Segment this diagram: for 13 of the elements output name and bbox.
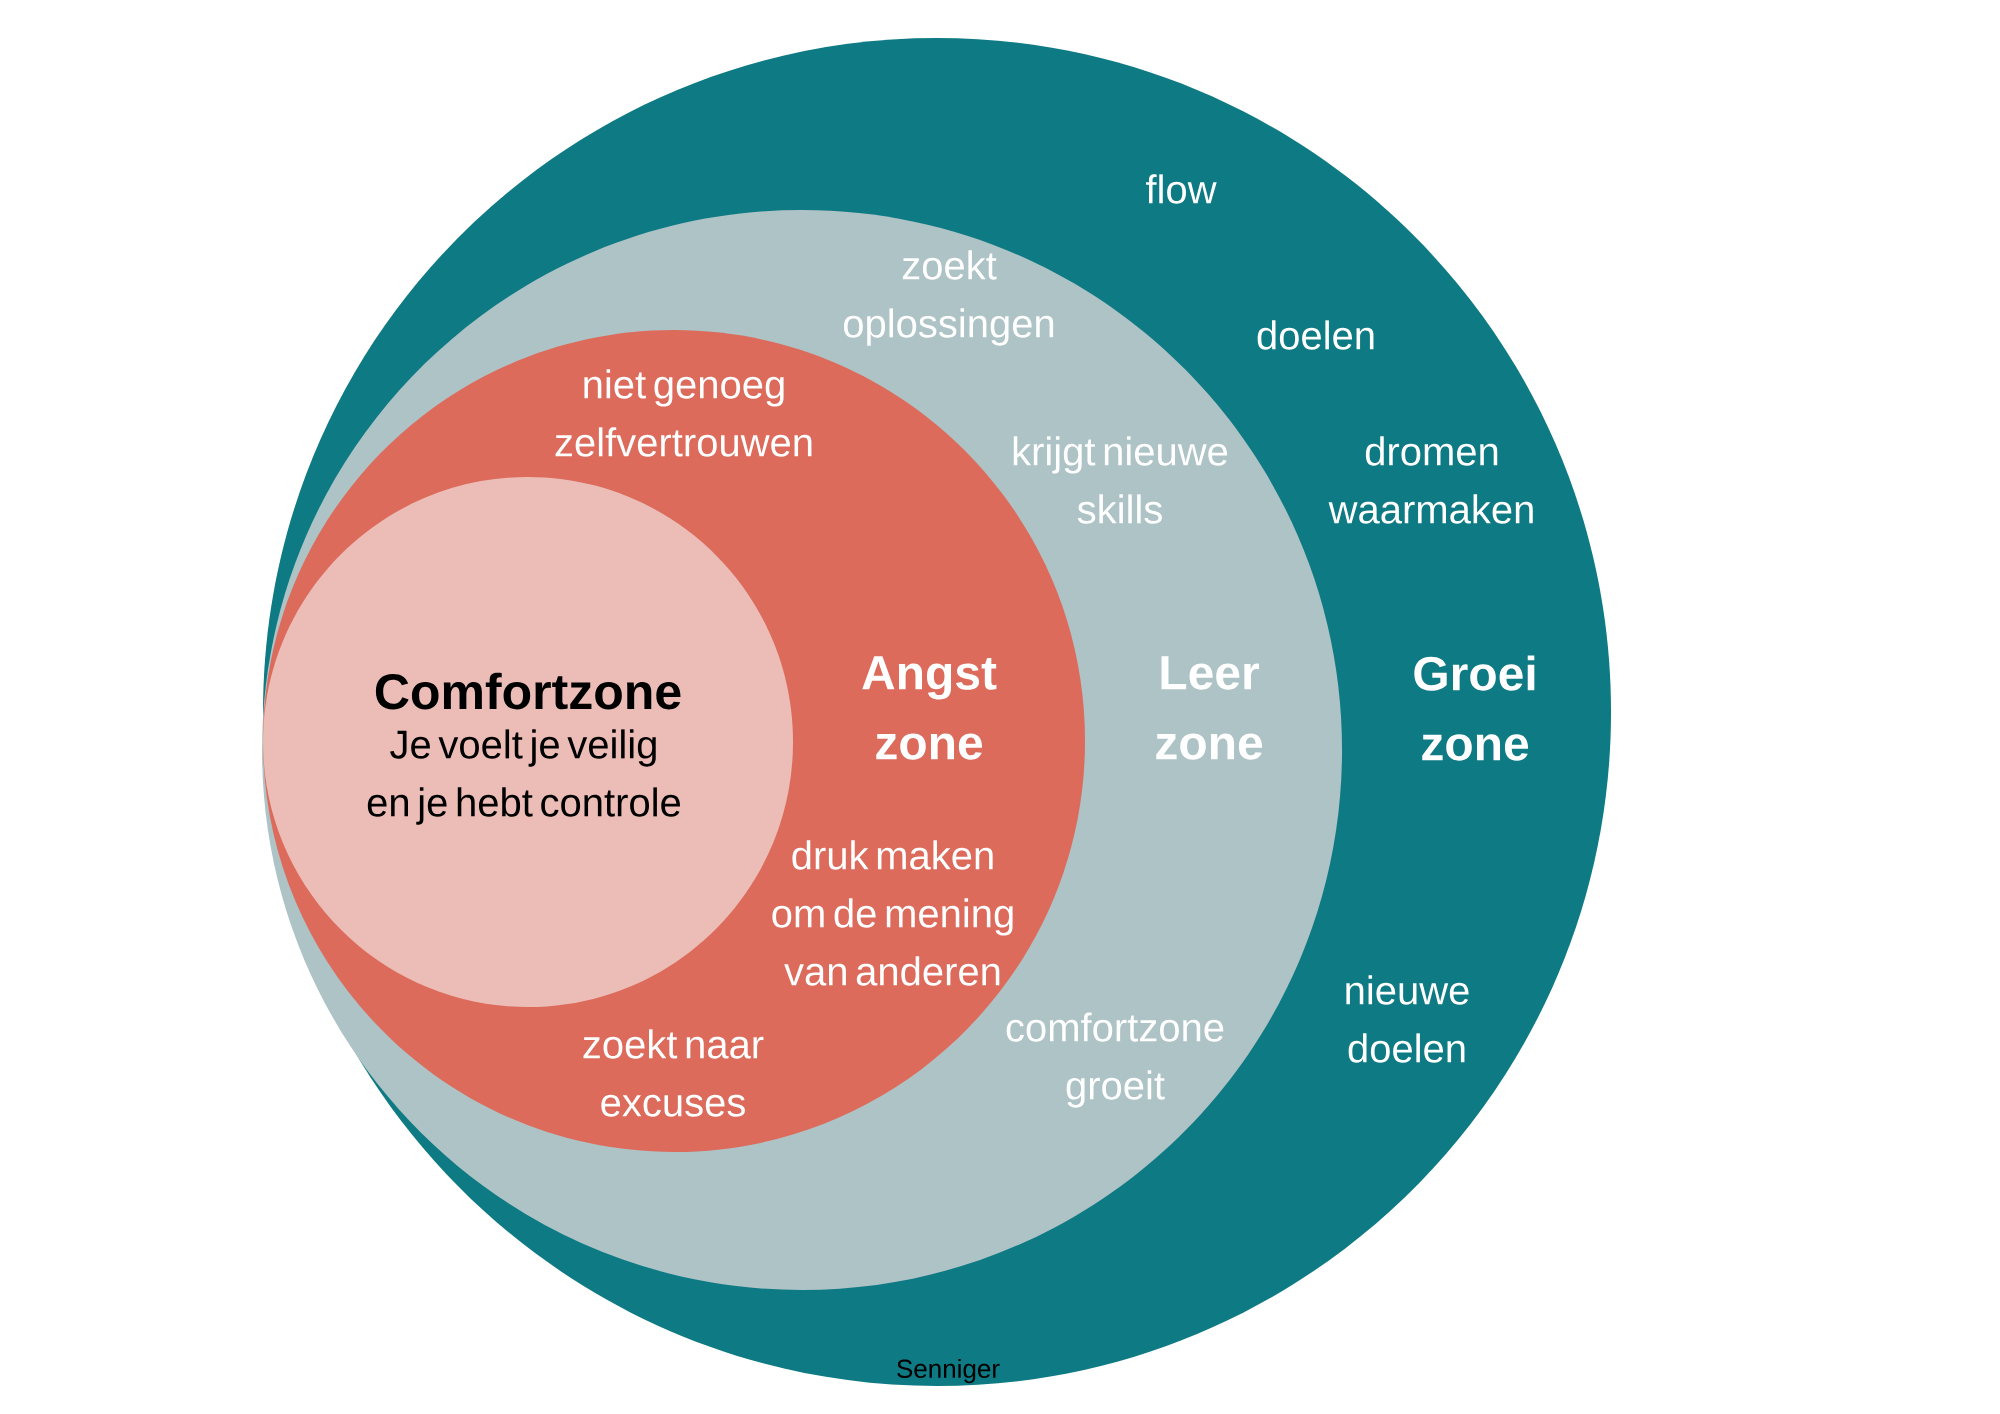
zone-trait: nieuwe doelen	[1346, 975, 1469, 1063]
zone-trait: doelen	[1257, 320, 1374, 350]
zone-trait: krijgt nieuwe skills	[1013, 436, 1228, 524]
zone-title: Groei zone	[1414, 655, 1535, 761]
zone-title: Angst zone	[862, 656, 997, 760]
zone-title: Leer zone	[1156, 656, 1263, 760]
zone-trait: comfortzone groeit	[1006, 1012, 1224, 1108]
source-credit: Senniger	[897, 1358, 1000, 1384]
zone-description: Je voelt je veilig en je hebt controle	[367, 729, 680, 825]
zone-title: Comfortzone	[375, 672, 681, 710]
zone-trait: flow	[1146, 174, 1217, 204]
zone-trait: zoekt oplossingen	[843, 250, 1054, 346]
zone-trait: dromen waarmaken	[1328, 436, 1533, 524]
